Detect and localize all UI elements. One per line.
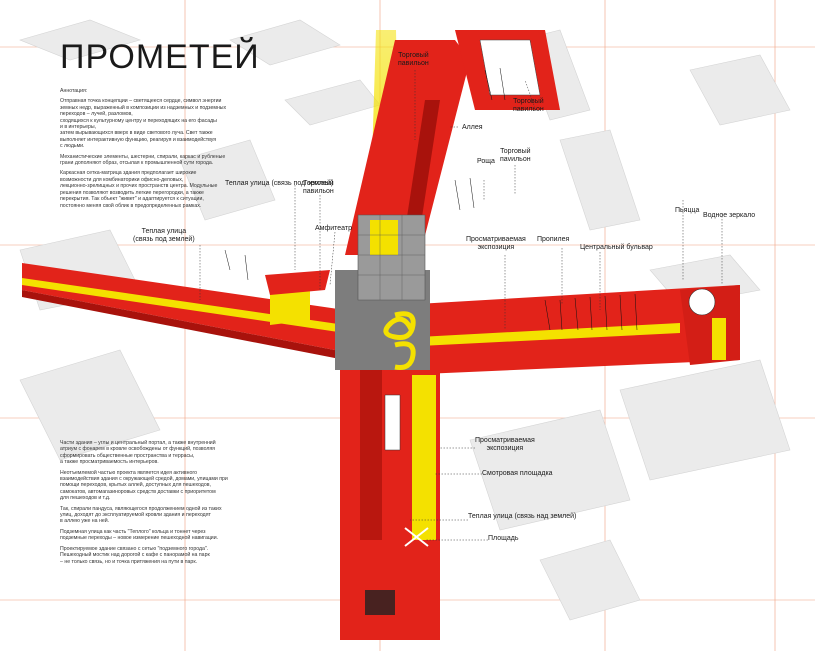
label-roshcha: Роща bbox=[477, 158, 495, 165]
central-boulevard bbox=[400, 285, 740, 375]
lower-paragraph: Так, спирали пандуса, являющегося продол… bbox=[60, 505, 222, 525]
warm-street-left bbox=[22, 263, 345, 360]
label-warm-under2: Теплая улица (связь под землей) bbox=[133, 228, 195, 243]
label-pyatsa: Пьяцца bbox=[675, 207, 700, 214]
label-alleya: Аллея bbox=[462, 124, 483, 131]
annotation-heading: Аннотация: bbox=[60, 88, 88, 94]
leader-lines bbox=[199, 70, 723, 541]
central-building bbox=[265, 214, 430, 370]
label-ploshchad: Площадь bbox=[488, 535, 519, 542]
annotation-paragraph: Каркасная сетка-матрица здания предполаг… bbox=[60, 170, 218, 209]
page-title: ПРОМЕТЕЙ bbox=[60, 38, 260, 76]
label-amfiteatr: Амфитеатр bbox=[315, 225, 353, 232]
label-smotr: Смотровая площадка bbox=[482, 470, 553, 477]
lower-paragraph: Проектируемое здание связано с сетью "по… bbox=[60, 545, 210, 565]
lower-paragraph: Части здания – углы и центральный портал… bbox=[60, 440, 216, 466]
label-torg-left: Торговый павильон bbox=[303, 180, 334, 195]
lower-paragraph: Неотъемлемой частью проекта является иде… bbox=[60, 469, 228, 502]
tree-clusters bbox=[224, 67, 638, 331]
label-torg-right: Торговый павильон bbox=[513, 98, 544, 113]
south-plaza bbox=[340, 350, 440, 640]
north-alley bbox=[345, 30, 560, 255]
annotation-paragraph: Отправная точка концепции – светящееся с… bbox=[60, 98, 227, 150]
label-warm-above: Теплая улица (связь над землей) bbox=[468, 513, 577, 520]
annotation-paragraph: Механистические элементы, шестерни, спир… bbox=[60, 153, 226, 167]
annotation-block: Аннотация: Отправная точка концепции – с… bbox=[60, 88, 265, 213]
lower-paragraph: Подземная улица как часть "Теплого" коль… bbox=[60, 528, 219, 542]
label-torg-top: Торговый павильон bbox=[398, 52, 429, 67]
label-vodnoe: Водное зеркало bbox=[703, 212, 756, 219]
label-prosmotr-top: Просматриваемая экспозиция bbox=[466, 236, 526, 251]
label-prosmotr-bot: Просматриваемая экспозиция bbox=[475, 437, 535, 452]
lower-text-block: Части здания – углы и центральный портал… bbox=[60, 440, 280, 569]
label-warm-under: Теплая улица (связь под землей) bbox=[225, 180, 334, 187]
label-torg-mid: Торговый пavильон bbox=[500, 148, 531, 163]
label-propileya: Пропилея bbox=[537, 236, 570, 243]
label-bulvar: Центральный бульвар bbox=[580, 244, 653, 251]
